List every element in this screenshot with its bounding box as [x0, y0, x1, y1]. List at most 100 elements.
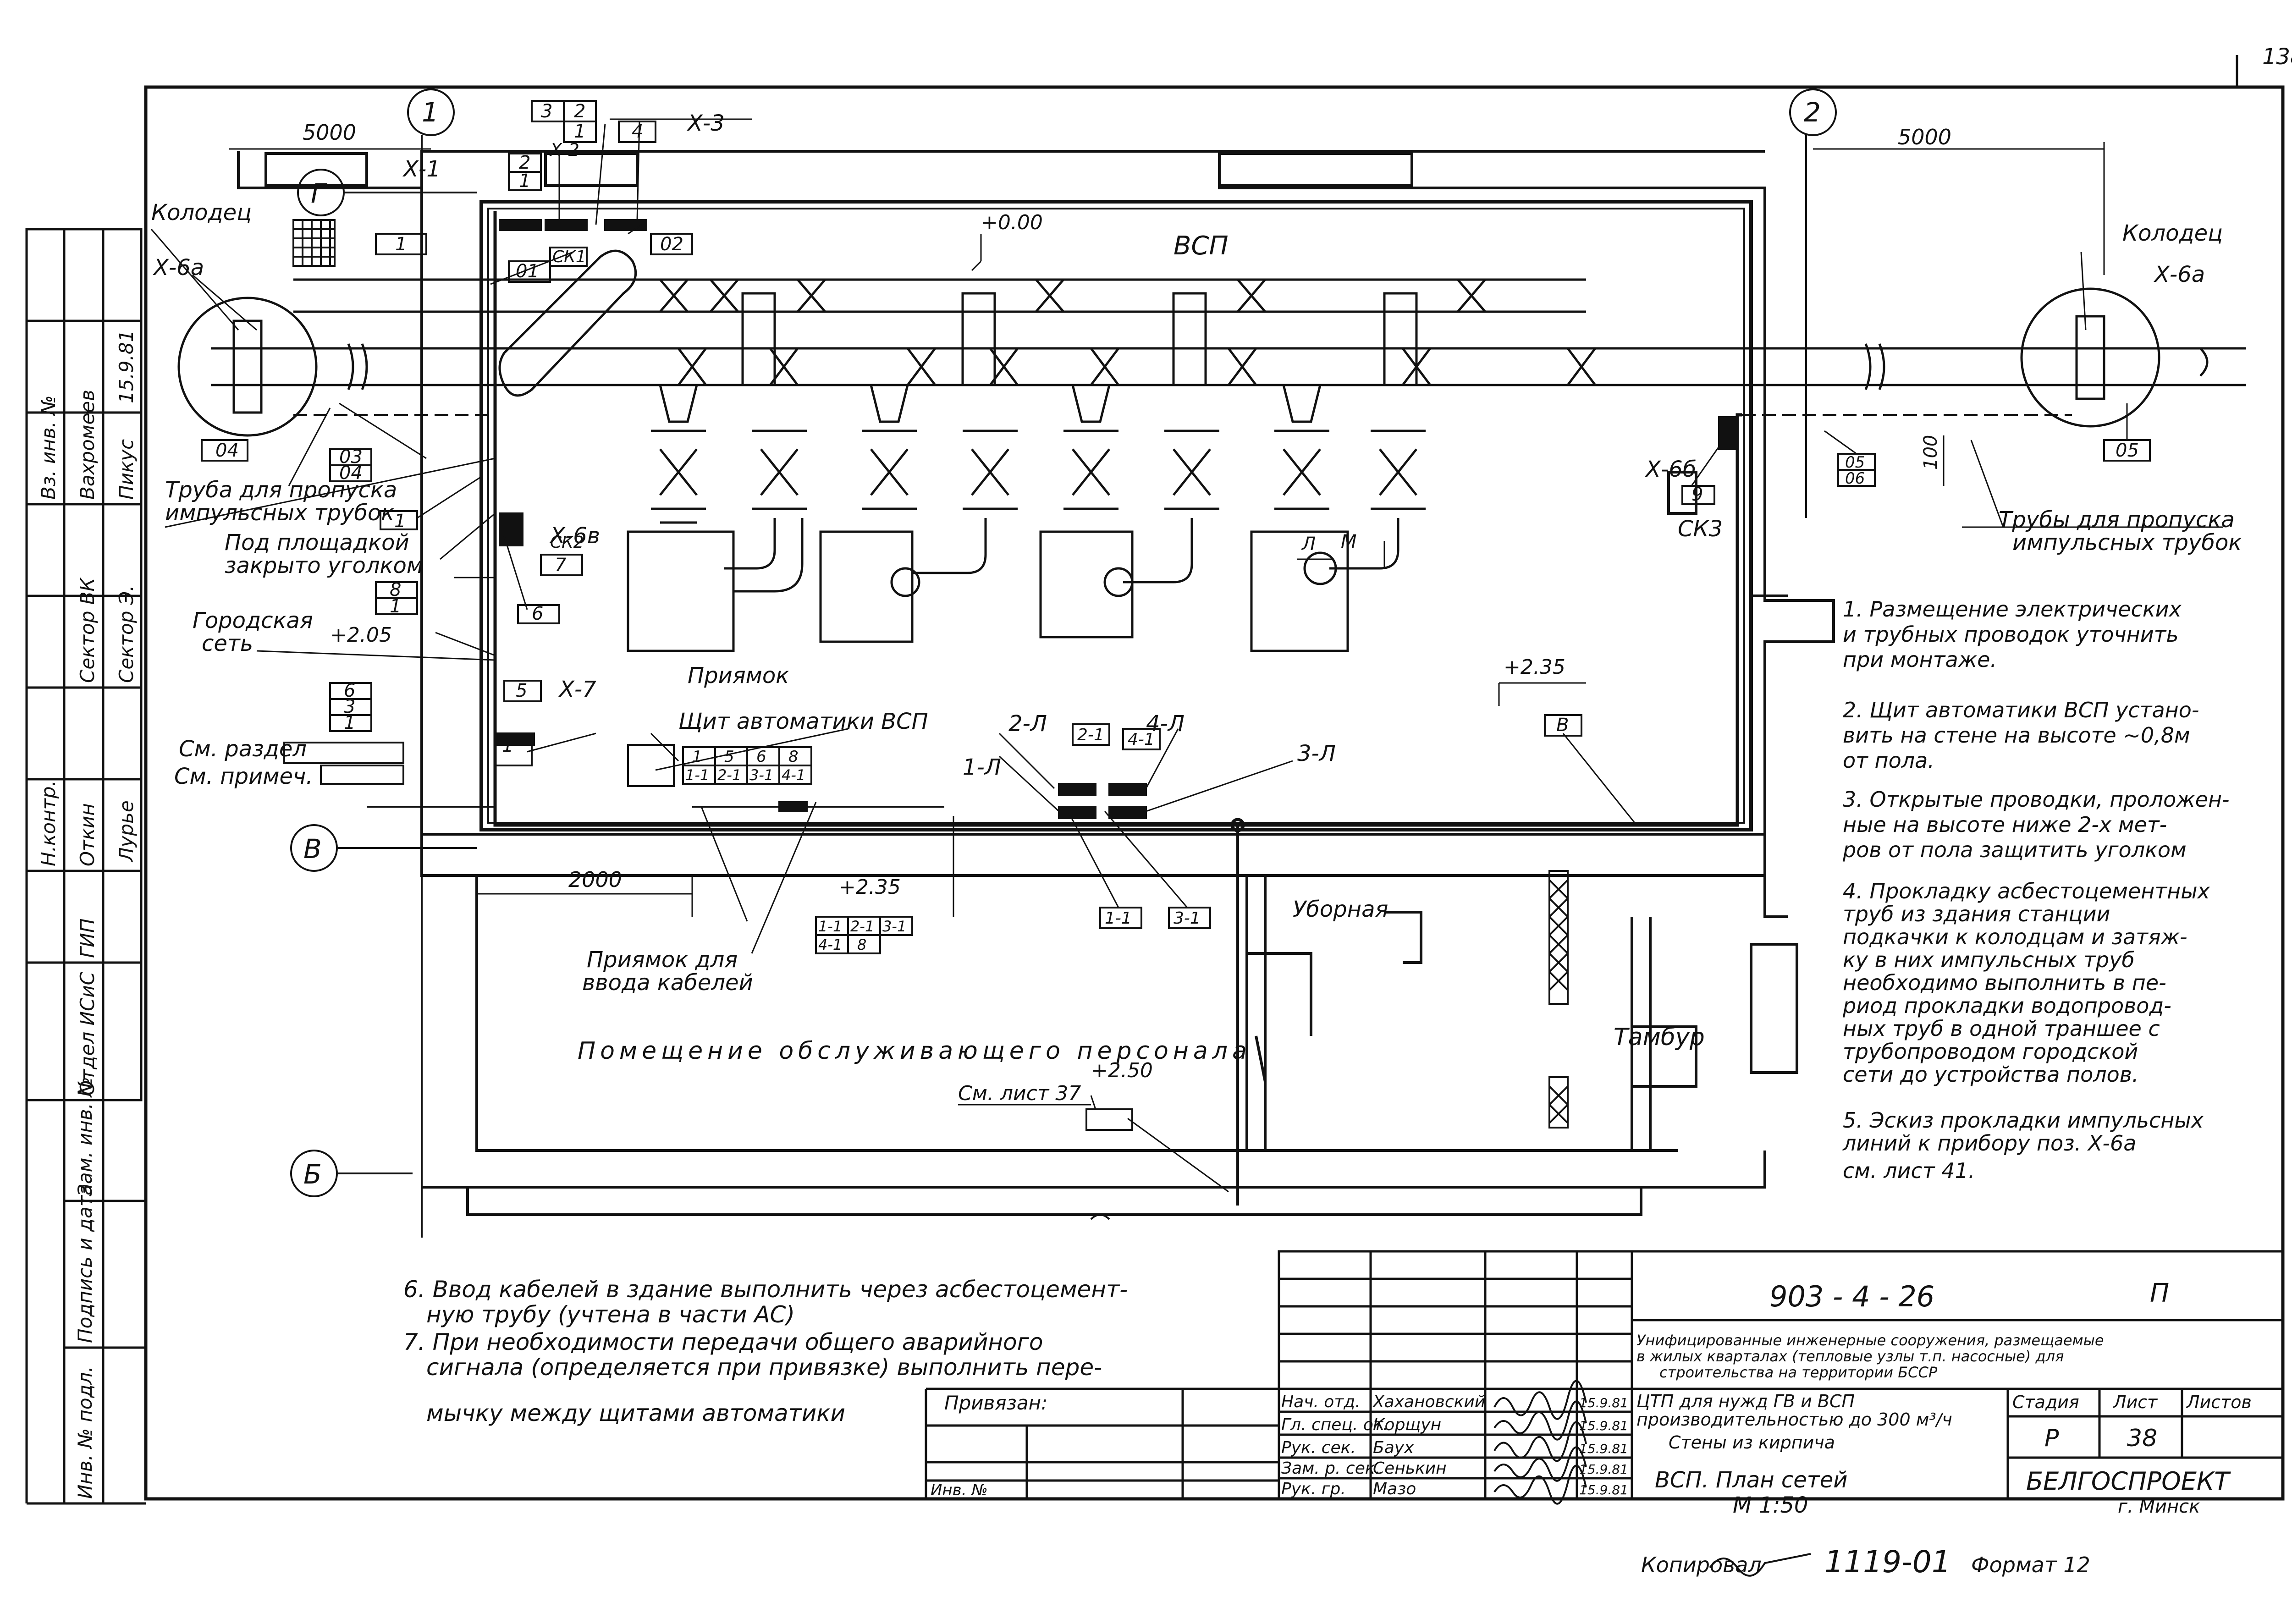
level-250: +2.50 — [1091, 1059, 1153, 1082]
tag-2b: 2 — [519, 152, 530, 173]
room-personnel: Помещение обслуживающего персонала — [578, 1037, 1251, 1065]
notes-block: 1. Размещение электрических и трубных пр… — [1842, 597, 2230, 1183]
staff-table: Нач. отд. Хахановский 15.9.81 Гл. спец. … — [1281, 1393, 1628, 1498]
label-shchit: Щит автоматики ВСП — [678, 709, 928, 734]
tag-boxes — [201, 100, 2151, 1131]
org-desc-2: в жилых кварталах (тепловые узлы т.п. на… — [1636, 1348, 2064, 1365]
org-desc-3: строительства на территории БССР — [1659, 1364, 1938, 1381]
label-gorod-2: сеть — [202, 631, 253, 656]
note-line-3: при монтаже. — [1843, 647, 1997, 672]
company: БЕЛГОСПРОЕКТ — [2026, 1467, 2231, 1496]
tag-05: 05 — [1845, 453, 1865, 472]
copy-number: 1119-01 — [1824, 1544, 1951, 1580]
privyazan: Привязан: — [944, 1392, 1047, 1414]
note-line-5: вить на стене на высоте ~0,8м — [1843, 723, 2190, 748]
note-line-14: необходимо выполнить в пе- — [1843, 970, 2166, 995]
tag-7: 7 — [555, 555, 567, 576]
sheet-header: Лист — [2112, 1392, 2158, 1412]
tag-3: 3 — [541, 101, 552, 122]
dim-5000-left: 5000 — [303, 120, 356, 145]
pipework — [177, 200, 2246, 831]
tag-ck1: СК1 — [552, 248, 586, 266]
bottom-notes: 6. Ввод кабелей в здание выполнить через… — [403, 1276, 1128, 1426]
note-line-8: ные на высоте ниже 2-х мет- — [1843, 812, 2167, 837]
tag-h11: 1-1 — [818, 918, 842, 935]
bottom-note-3: 7. При необходимости передачи общего ава… — [403, 1329, 1043, 1355]
tag-g21: 2-1 — [717, 766, 741, 784]
tag-1b: 1 — [519, 171, 530, 192]
strip-text-14: Зам. инв. № — [74, 1077, 96, 1196]
level-235a: +2.35 — [1504, 655, 1565, 679]
tag-41: 4-1 — [1128, 730, 1155, 749]
strip-text-12: 15.9.81 — [115, 330, 138, 403]
dim-5000-right: 5000 — [1898, 125, 1951, 149]
label-x7: Х-7 — [558, 677, 596, 702]
dimension-lines — [229, 142, 2105, 917]
label-truba-left-1: Труба для пропуска — [165, 477, 397, 503]
tag-g5: 5 — [724, 748, 734, 766]
tag-03: 03 — [339, 446, 363, 468]
inv-no: Инв. № — [931, 1481, 988, 1499]
staff-date-3: 15.9.81 — [1579, 1441, 1628, 1456]
label-pod-2: закрыто уголком — [225, 553, 423, 578]
strip-text-3: Откин — [76, 803, 99, 866]
tag-04b: 04 — [339, 462, 363, 484]
label-1l: 1-Л — [963, 754, 1001, 780]
label-3l: 3-Л — [1297, 741, 1336, 766]
label-pod-1: Под площадкой — [225, 530, 409, 556]
note-line-10: 4. Прокладку асбестоцементных — [1843, 879, 2210, 903]
strip-text-7: Вахромеев — [76, 390, 99, 500]
tag-st1: 1 — [344, 712, 355, 733]
strip-text-5: Сектор ВК — [76, 577, 99, 683]
note-line-13: ку в них импульсных труб — [1843, 947, 2135, 972]
label-priyamok-vvod-2: ввода кабелей — [582, 970, 753, 996]
tag-21: 2-1 — [1077, 726, 1104, 744]
tag-1: 1 — [574, 121, 585, 142]
stage-header: Стадия — [2012, 1392, 2079, 1412]
left-strip-texts: Отдел ИСиС ГИП Откин Н.контр. Сектор ВК … — [37, 330, 138, 1499]
tag-h41: 4-1 — [818, 936, 842, 953]
axis-label-B: В — [303, 833, 322, 864]
staff-name-1: Хахановский — [1372, 1393, 1485, 1411]
tag-02: 02 — [660, 234, 683, 255]
tag-11: 1-1 — [1105, 909, 1132, 928]
tag-1c: 1 — [395, 234, 407, 255]
project-3: Стены из кирпича — [1669, 1432, 1835, 1453]
axis-lines — [290, 88, 1837, 1238]
staff-name-4: Сенькин — [1373, 1459, 1447, 1478]
tag-1e: 1 — [390, 596, 401, 617]
label-priyamok: Приямок — [688, 663, 789, 688]
drawing-labels: Колодец Х-6а Колодец Х-6а Х-1 Х-2 Х-3 ВС… — [151, 110, 2242, 1105]
label-x6a-left: Х-6а — [152, 255, 204, 281]
misc-marks — [421, 87, 2284, 1499]
note-line-4: 2. Щит автоматики ВСП устано- — [1843, 698, 2199, 722]
instrument-symbols — [496, 219, 1738, 819]
tag-04: 04 — [215, 440, 239, 461]
staff-date-2: 15.9.81 — [1579, 1418, 1628, 1433]
label-x6b: Х-6б — [1644, 457, 1696, 482]
sheet-corner-number: 138 — [2262, 44, 2292, 70]
note-line-12: подкачки к колодцам и затяж- — [1843, 925, 2187, 949]
note-line-1: 1. Размещение электрических — [1843, 597, 2182, 622]
staff-name-2: Корщун — [1373, 1415, 1441, 1434]
note-line-20: линий к прибору поз. Х-6а — [1842, 1131, 2136, 1156]
label-truba-right-1: Трубы для пропуска — [1999, 507, 2235, 533]
label-priyamok-vvod-1: Приямок для — [587, 947, 738, 973]
dim-100: 100 — [1920, 435, 1941, 470]
drawing-1: ВСП. План сетей — [1655, 1467, 1848, 1493]
org-desc-1: Унифицированные инженерные сооружения, р… — [1636, 1332, 2104, 1349]
label-x2: Х-2 — [549, 140, 579, 160]
tag-5: 5 — [516, 680, 527, 701]
axis-label-1: 1 — [422, 97, 439, 128]
level-235b: +2.35 — [839, 875, 901, 899]
pump-units — [627, 385, 1426, 652]
leader-lines — [150, 118, 2223, 1193]
label-vsp: ВСП — [1174, 231, 1229, 261]
staff-name-3: Баух — [1373, 1438, 1414, 1457]
label-2l: 2-Л — [1008, 711, 1047, 737]
note-line-2: и трубных проводок уточнить — [1843, 622, 2179, 647]
project-1: ЦТП для нужд ГВ и ВСП — [1636, 1391, 1855, 1411]
dim-L: Л — [1301, 534, 1316, 555]
strip-text-6: Сектор Э. — [115, 585, 138, 683]
